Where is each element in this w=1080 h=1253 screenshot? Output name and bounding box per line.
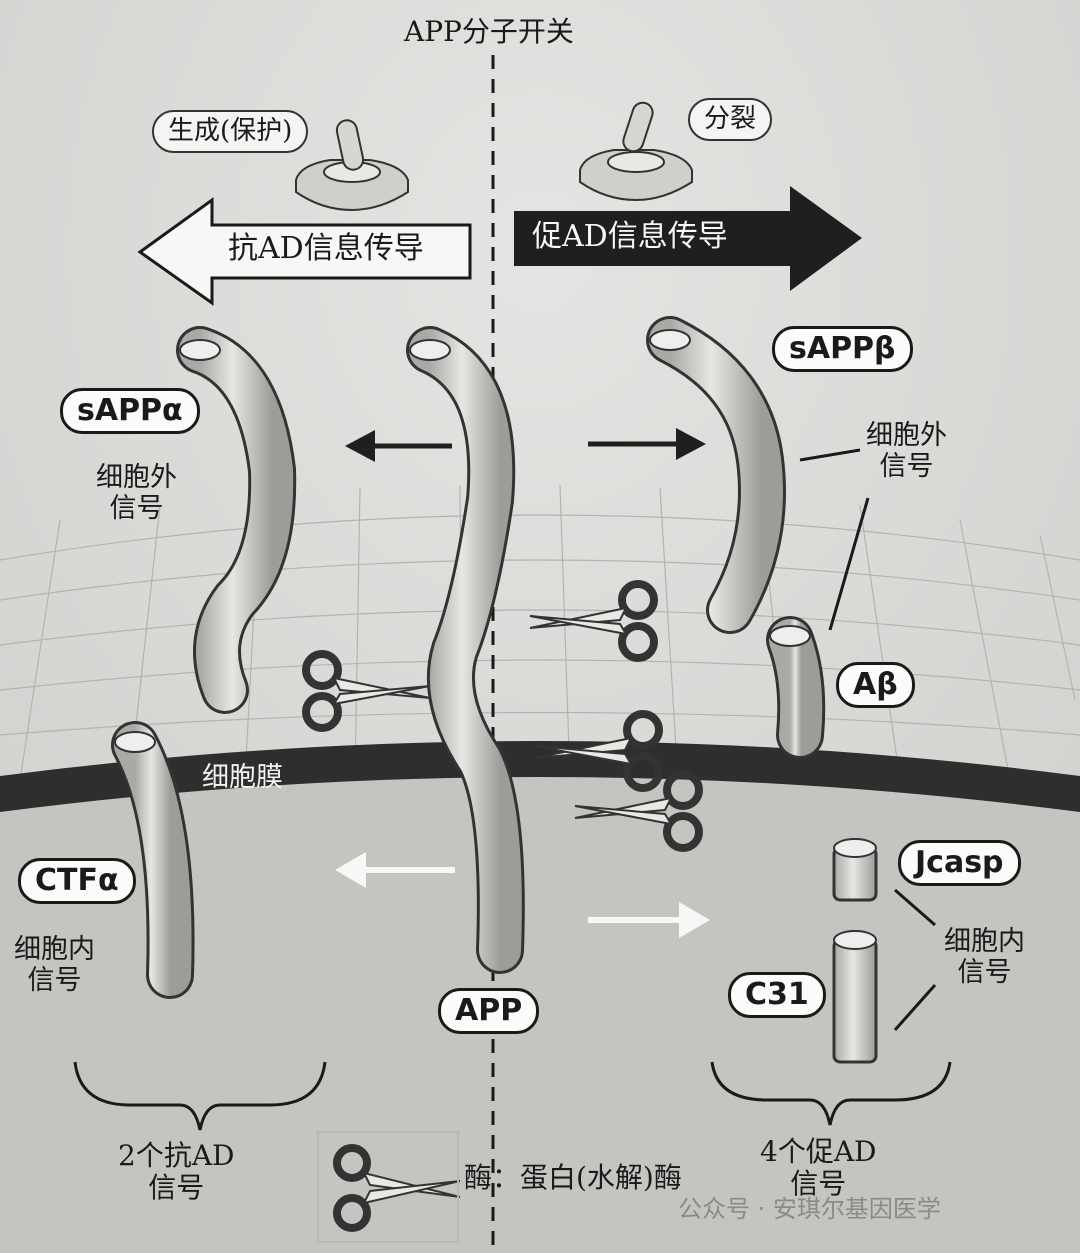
abeta-label: Aβ bbox=[836, 662, 915, 708]
app-label: APP bbox=[438, 988, 540, 1034]
membrane-label: 细胞膜 bbox=[202, 762, 283, 793]
left-switch-label: 生成(保护) bbox=[152, 110, 309, 154]
left-extracellular-line-2: 信号 bbox=[109, 493, 164, 525]
right-summary-line-2: 信号 bbox=[790, 1167, 847, 1201]
scissors-icon-1 bbox=[302, 650, 431, 732]
c31-label: C31 bbox=[728, 972, 826, 1018]
right-arrow-shape bbox=[514, 186, 862, 291]
app-tube bbox=[406, 326, 525, 974]
right-switch-label: 分裂 bbox=[688, 98, 773, 142]
legend-scissors-icon bbox=[333, 1144, 461, 1232]
right-summary: 4个促AD 信号 bbox=[760, 1135, 877, 1201]
scissors-icon-3 bbox=[534, 710, 663, 792]
right-arrow-label: 促AD信息传导 bbox=[532, 219, 728, 254]
left-summary: 2个抗AD 信号 bbox=[118, 1139, 235, 1205]
right-extracellular-line-1: 细胞外 bbox=[866, 420, 947, 451]
c31-pointer-line bbox=[893, 984, 937, 1031]
left-summary-line-2: 信号 bbox=[148, 1171, 205, 1205]
c31-tube bbox=[832, 930, 878, 1064]
jcasp-pointer-line bbox=[894, 888, 936, 927]
jcasp-tube bbox=[832, 838, 878, 902]
right-switch-icon bbox=[579, 101, 693, 202]
sappb-label: sAPPβ bbox=[772, 326, 913, 372]
right-intracellular-line-1: 细胞内 bbox=[944, 926, 1025, 957]
right-summary-line-1: 4个促AD bbox=[760, 1135, 877, 1168]
left-intracellular-line-2: 信号 bbox=[27, 965, 82, 997]
right-brace bbox=[710, 1061, 952, 1126]
legend-text: 酶：蛋白(水解)酶 bbox=[464, 1161, 682, 1194]
ctfa-tube bbox=[111, 721, 195, 999]
right-intracellular-signal: 细胞内 信号 bbox=[944, 926, 1025, 988]
right-intracellular-line-2: 信号 bbox=[957, 957, 1012, 989]
left-brace bbox=[73, 1061, 327, 1131]
jcasp-label: Jcasp bbox=[898, 840, 1021, 886]
abeta-tube bbox=[766, 616, 826, 759]
abeta-pointer-line bbox=[828, 497, 870, 631]
watermark: 公众号 · 安琪尔基因医学 bbox=[678, 1195, 941, 1223]
arrow-to-jcasp-c31 bbox=[588, 902, 710, 938]
arrow-to-ctfa bbox=[335, 852, 455, 888]
left-summary-line-1: 2个抗AD bbox=[118, 1139, 235, 1172]
scissors-icon-2 bbox=[529, 580, 658, 662]
left-extracellular-signal: 细胞外 信号 bbox=[96, 462, 177, 524]
left-arrow-shape bbox=[137, 197, 472, 306]
right-extracellular-signal: 细胞外 信号 bbox=[866, 420, 947, 482]
arrow-to-sappb bbox=[588, 428, 706, 460]
scissors-icon-4 bbox=[574, 770, 703, 852]
left-arrow-label: 抗AD信息传导 bbox=[228, 231, 424, 266]
left-intracellular-line-1: 细胞内 bbox=[14, 934, 95, 965]
intracellular-region bbox=[0, 765, 1080, 1253]
ctfa-label: CTFα bbox=[18, 858, 136, 904]
sappb-pointer-line bbox=[799, 448, 861, 462]
sappb-tube bbox=[646, 316, 786, 634]
left-extracellular-line-1: 细胞外 bbox=[96, 462, 177, 493]
sappa-label: sAPPα bbox=[60, 388, 200, 434]
sappa-tube bbox=[176, 326, 297, 714]
cell-membrane bbox=[0, 741, 1080, 812]
legend-box bbox=[317, 1131, 459, 1243]
arrow-to-sappa bbox=[345, 430, 452, 462]
diagram-title: APP分子开关 bbox=[404, 15, 574, 48]
left-switch-icon bbox=[295, 119, 409, 212]
left-intracellular-signal: 细胞内 信号 bbox=[14, 934, 95, 996]
right-extracellular-line-2: 信号 bbox=[879, 451, 934, 483]
